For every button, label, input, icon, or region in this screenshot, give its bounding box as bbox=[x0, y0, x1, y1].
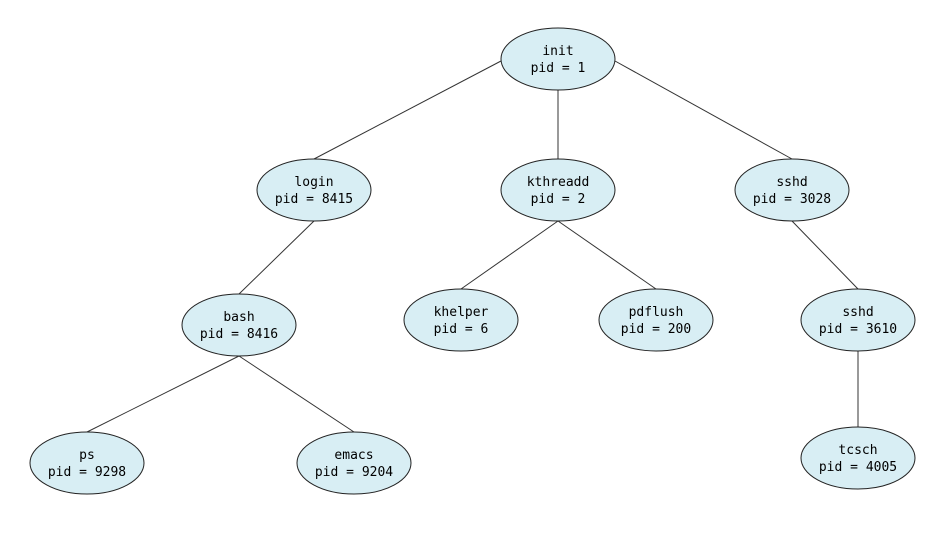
process-pid: pid = 9298 bbox=[48, 465, 126, 480]
edge-kthreadd-khelper bbox=[460, 220, 559, 290]
process-pid: pid = 200 bbox=[621, 322, 691, 337]
node-ellipse bbox=[403, 288, 519, 352]
process-node-sshd1: sshd pid = 3028 bbox=[734, 158, 850, 222]
process-node-login: login pid = 8415 bbox=[256, 158, 372, 222]
node-ellipse bbox=[500, 27, 616, 91]
node-ellipse bbox=[29, 431, 145, 495]
process-pid: pid = 9204 bbox=[315, 465, 393, 480]
process-node-emacs: emacs pid = 9204 bbox=[296, 431, 412, 495]
node-ellipse bbox=[598, 288, 714, 352]
process-node-kthreadd: kthreadd pid = 2 bbox=[500, 158, 616, 222]
process-node-khelper: khelper pid = 6 bbox=[403, 288, 519, 352]
process-node-init: init pid = 1 bbox=[500, 27, 616, 91]
process-node-sshd2: sshd pid = 3610 bbox=[800, 288, 916, 352]
edge-bash-ps bbox=[86, 355, 240, 433]
node-ellipse bbox=[181, 293, 297, 357]
process-node-pdflush: pdflush pid = 200 bbox=[598, 288, 714, 352]
node-ellipse bbox=[734, 158, 850, 222]
process-name: emacs bbox=[334, 448, 373, 463]
process-pid: pid = 2 bbox=[531, 192, 586, 207]
process-pid: pid = 4005 bbox=[819, 460, 897, 475]
process-node-bash: bash pid = 8416 bbox=[181, 293, 297, 357]
process-pid: pid = 1 bbox=[531, 61, 586, 76]
process-pid: pid = 6 bbox=[434, 322, 489, 337]
process-name: ps bbox=[79, 448, 95, 463]
process-name: sshd bbox=[842, 305, 873, 320]
edge-login-bash bbox=[238, 220, 315, 295]
process-pid: pid = 3028 bbox=[753, 192, 831, 207]
edge-sshd1-sshd2 bbox=[791, 220, 859, 290]
nodes-layer: init pid = 1 login pid = 8415 kthreadd pid = … bbox=[29, 27, 916, 495]
edge-init-login bbox=[313, 60, 502, 160]
process-name: khelper bbox=[434, 305, 489, 320]
node-ellipse bbox=[296, 431, 412, 495]
edge-kthreadd-pdflush bbox=[557, 220, 657, 290]
node-ellipse bbox=[500, 158, 616, 222]
process-name: pdflush bbox=[629, 305, 684, 320]
process-pid: pid = 3610 bbox=[819, 322, 897, 337]
process-node-tcsch: tcsch pid = 4005 bbox=[800, 426, 916, 490]
node-ellipse bbox=[800, 426, 916, 490]
process-name: login bbox=[294, 175, 333, 190]
edge-init-sshd1 bbox=[614, 60, 793, 160]
process-pid: pid = 8415 bbox=[275, 192, 353, 207]
node-ellipse bbox=[800, 288, 916, 352]
process-name: sshd bbox=[776, 175, 807, 190]
edges-layer bbox=[86, 60, 859, 433]
process-name: kthreadd bbox=[527, 175, 590, 190]
node-ellipse bbox=[256, 158, 372, 222]
process-name: bash bbox=[223, 310, 254, 325]
process-name: init bbox=[542, 44, 573, 59]
process-pid: pid = 8416 bbox=[200, 327, 278, 342]
process-node-ps: ps pid = 9298 bbox=[29, 431, 145, 495]
edge-bash-emacs bbox=[238, 355, 355, 433]
process-name: tcsch bbox=[838, 443, 877, 458]
